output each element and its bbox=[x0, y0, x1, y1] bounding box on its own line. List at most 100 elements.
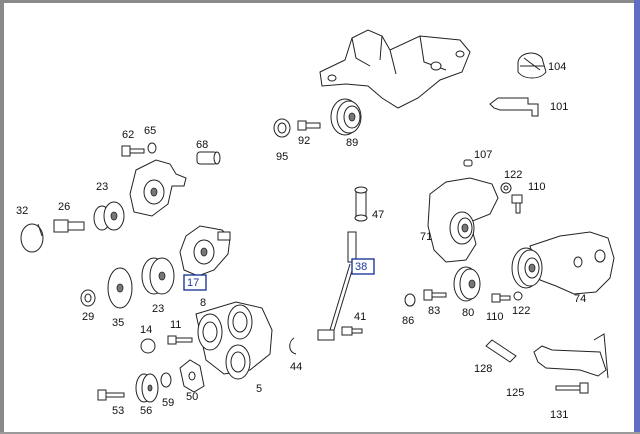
callout-89: 89 bbox=[346, 137, 358, 149]
washer-122a bbox=[500, 182, 512, 194]
tensioner-arm-8 bbox=[179, 225, 231, 277]
bolt-11 bbox=[167, 335, 193, 345]
callout-47: 47 bbox=[372, 209, 384, 221]
sleeve-68 bbox=[196, 151, 221, 165]
callout-110b: 110 bbox=[486, 311, 504, 323]
callout-label: 56 bbox=[140, 405, 152, 417]
callout-label: 14 bbox=[140, 324, 152, 336]
callout-122b: 122 bbox=[512, 305, 530, 317]
callout-14: 14 bbox=[140, 324, 152, 336]
washer-59 bbox=[160, 372, 172, 388]
callout-23a: 23 bbox=[96, 181, 108, 193]
callout-label: 74 bbox=[574, 293, 586, 305]
callout-41: 41 bbox=[354, 311, 366, 323]
callout-label: 23 bbox=[152, 303, 164, 315]
callout-53: 53 bbox=[112, 405, 124, 417]
callout-23b: 23 bbox=[152, 303, 164, 315]
callout-label: 92 bbox=[298, 135, 310, 147]
pulley-80 bbox=[453, 266, 481, 302]
clip-95 bbox=[273, 118, 291, 138]
sleeve-47 bbox=[354, 186, 368, 222]
callout-label: 110 bbox=[486, 311, 504, 323]
clip-44 bbox=[289, 337, 297, 355]
callout-label: 59 bbox=[162, 397, 174, 409]
pin-107 bbox=[463, 159, 473, 167]
bracket-74 bbox=[511, 231, 615, 295]
callout-label: 62 bbox=[122, 129, 134, 141]
callout-80: 80 bbox=[462, 307, 474, 319]
bolt-62 bbox=[121, 145, 145, 157]
clip-104 bbox=[517, 52, 547, 79]
tensioner-assembly-5 bbox=[195, 301, 273, 380]
callout-label: 101 bbox=[550, 101, 568, 113]
callout-label: 125 bbox=[506, 387, 524, 399]
pulley-89 bbox=[330, 98, 362, 136]
callout-5: 5 bbox=[256, 383, 262, 395]
callout-label: 23 bbox=[96, 181, 108, 193]
spacer-23 bbox=[93, 201, 125, 231]
callout-label: 95 bbox=[276, 151, 288, 163]
callout-label: 122 bbox=[504, 169, 522, 181]
callout-label: 83 bbox=[428, 305, 440, 317]
disc-35 bbox=[107, 267, 133, 309]
callout-62: 62 bbox=[122, 129, 134, 141]
callout-label: 53 bbox=[112, 405, 124, 417]
nut-86 bbox=[404, 293, 416, 307]
callout-label: 8 bbox=[200, 297, 206, 309]
callout-highlight-box bbox=[183, 274, 207, 291]
bolt-26 bbox=[53, 219, 85, 233]
callout-highlight-box bbox=[351, 258, 375, 275]
bolt-53 bbox=[97, 389, 125, 401]
callout-44: 44 bbox=[290, 361, 302, 373]
callout-label: 107 bbox=[474, 149, 492, 161]
callout-label: 44 bbox=[290, 361, 302, 373]
callout-83: 83 bbox=[428, 305, 440, 317]
callout-38[interactable]: 38 bbox=[351, 258, 375, 275]
callout-74: 74 bbox=[574, 293, 586, 305]
callout-label: 26 bbox=[58, 201, 70, 213]
washer-65 bbox=[147, 142, 157, 154]
callout-label: 35 bbox=[112, 317, 124, 329]
callout-label: 47 bbox=[372, 209, 384, 221]
callout-label: 32 bbox=[16, 205, 28, 217]
bolt-110b bbox=[491, 293, 511, 303]
callout-92: 92 bbox=[298, 135, 310, 147]
washer-122b bbox=[513, 291, 523, 301]
callout-104: 104 bbox=[548, 61, 566, 73]
frame-top-border bbox=[0, 0, 640, 3]
callout-label: 38 bbox=[355, 261, 367, 273]
bolt-83 bbox=[423, 289, 447, 301]
upper-bracket bbox=[319, 29, 471, 109]
callout-131: 131 bbox=[550, 409, 568, 421]
callout-label: 5 bbox=[256, 383, 262, 395]
callout-35: 35 bbox=[112, 317, 124, 329]
callout-label: 68 bbox=[196, 139, 208, 151]
bracket-101 bbox=[489, 97, 539, 117]
bracket-125 bbox=[533, 333, 609, 379]
callout-label: 128 bbox=[474, 363, 492, 375]
callout-110a: 110 bbox=[528, 181, 546, 193]
bolt-110a bbox=[511, 194, 523, 214]
frame-left-border bbox=[0, 0, 4, 434]
callout-label: 80 bbox=[462, 307, 474, 319]
callout-29: 29 bbox=[82, 311, 94, 323]
callout-label: 41 bbox=[354, 311, 366, 323]
bracket-50 bbox=[179, 359, 205, 393]
callout-label: 50 bbox=[186, 391, 198, 403]
callout-125: 125 bbox=[506, 387, 524, 399]
nut-29 bbox=[80, 289, 96, 307]
callout-26: 26 bbox=[58, 201, 70, 213]
spacer-23b bbox=[141, 257, 175, 295]
callout-101: 101 bbox=[550, 101, 568, 113]
callout-68: 68 bbox=[196, 139, 208, 151]
sleeve-128 bbox=[485, 339, 517, 363]
callout-label: 89 bbox=[346, 137, 358, 149]
callout-label: 86 bbox=[402, 315, 414, 327]
bracket-71 bbox=[427, 177, 499, 263]
callout-label: 131 bbox=[550, 409, 568, 421]
callout-107: 107 bbox=[474, 149, 492, 161]
callout-17[interactable]: 17 bbox=[183, 274, 207, 291]
pulley-56 bbox=[135, 373, 159, 403]
